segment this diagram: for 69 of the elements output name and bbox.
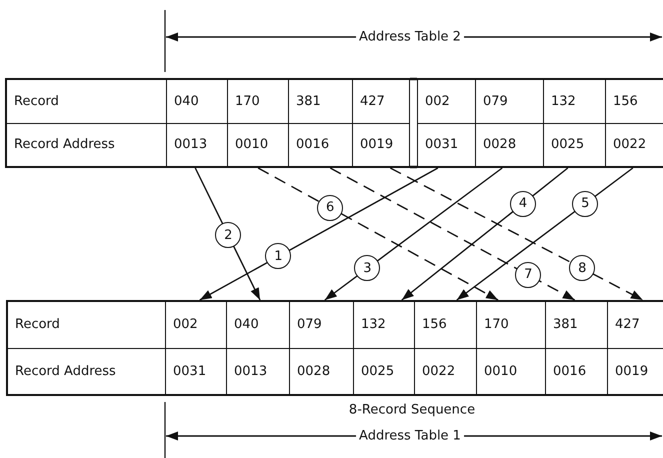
- arrow: [456, 167, 634, 301]
- record-address: 0022: [422, 364, 456, 379]
- record-number: 427: [615, 317, 640, 332]
- callout-number: 8: [569, 255, 596, 282]
- record-address: 0010: [484, 364, 518, 379]
- record-address: 0025: [551, 137, 584, 152]
- record-address: 0016: [296, 137, 330, 152]
- table-column: [543, 78, 605, 168]
- row-header-column: [6, 300, 165, 396]
- table-column: [165, 300, 226, 396]
- table-column: [227, 78, 288, 168]
- record-address: 0013: [234, 364, 268, 379]
- row-header: Record Address: [15, 364, 116, 379]
- row-header: Record: [14, 94, 59, 109]
- arrow: [330, 167, 576, 301]
- table-column: [607, 300, 663, 396]
- row-header-column: [5, 78, 166, 168]
- record-address: 0022: [613, 137, 646, 152]
- callout-number: 7: [515, 262, 542, 288]
- record-address: 0010: [235, 137, 268, 152]
- record-address: 0025: [361, 364, 394, 379]
- record-number: 156: [422, 317, 447, 332]
- table-column: [475, 78, 543, 168]
- record-number: 040: [174, 94, 199, 109]
- arrow: [390, 167, 644, 301]
- table-column: [414, 300, 476, 396]
- record-number: 002: [173, 317, 198, 332]
- record-address: 0019: [615, 364, 648, 379]
- callout-number: 4: [510, 190, 536, 217]
- record-address: 0031: [173, 364, 206, 379]
- arrow: [324, 167, 503, 301]
- record-number: 040: [234, 317, 259, 332]
- table-column: [288, 78, 352, 168]
- record-number: 381: [296, 94, 321, 109]
- table-column: [352, 78, 410, 168]
- table-column: [605, 78, 663, 168]
- record-number: 156: [613, 94, 638, 109]
- callout-number: 5: [572, 190, 598, 217]
- callout-number: 6: [317, 194, 344, 221]
- record-number: 079: [483, 94, 508, 109]
- arrow: [401, 167, 568, 301]
- record-address: 0016: [553, 364, 586, 379]
- record-address: 0031: [425, 137, 458, 152]
- record-address: 0019: [360, 137, 394, 152]
- table-column: [353, 300, 414, 396]
- record-number: 002: [425, 94, 450, 109]
- record-number: 381: [553, 317, 578, 332]
- callout-number: 2: [215, 222, 242, 248]
- record-address: 0028: [297, 364, 330, 379]
- row-header: Record Address: [14, 137, 115, 152]
- record-number: 170: [484, 317, 509, 332]
- row-header: Record: [15, 317, 60, 332]
- record-number: 427: [360, 94, 385, 109]
- table-column: [226, 300, 289, 396]
- arrow: [199, 167, 438, 301]
- record-address: 0013: [174, 137, 208, 152]
- arrow: [258, 167, 498, 301]
- callout-number: 3: [354, 255, 380, 282]
- record-number: 170: [235, 94, 260, 109]
- record-number: 132: [551, 94, 576, 109]
- table-column: [545, 300, 607, 396]
- table-column: [417, 78, 475, 168]
- table-column: [289, 300, 353, 396]
- callout-number: 1: [265, 243, 292, 270]
- record-address: 0028: [483, 137, 516, 152]
- record-number: 132: [361, 317, 386, 332]
- record-number: 079: [297, 317, 322, 332]
- table-column: [476, 300, 545, 396]
- table-column: [166, 78, 227, 168]
